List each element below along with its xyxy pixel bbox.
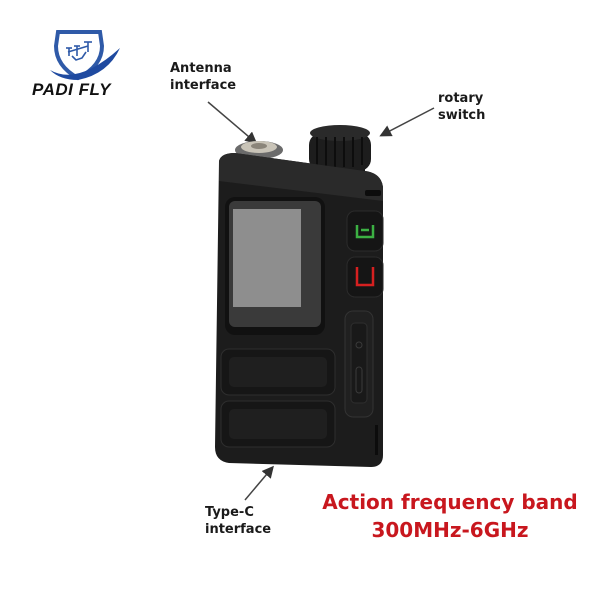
rotary-arrow-icon (379, 107, 435, 137)
frequency-band-range: 300MHz-6GHz (371, 518, 529, 542)
antenna-connector-icon (235, 141, 283, 159)
shield-drone-logo-icon (50, 30, 120, 81)
antenna-label-line2: interface (170, 78, 237, 93)
typec-arrow-icon (244, 465, 274, 501)
antenna-arrow-icon (207, 101, 258, 144)
frequency-band-title: Action frequency band (322, 490, 578, 514)
call-end-button[interactable] (346, 256, 384, 298)
antenna-interface-label: Antenna interface (170, 60, 236, 94)
call-answer-button[interactable] (346, 210, 384, 252)
frequency-band-caption: Action frequency band 300MHz-6GHz (318, 488, 582, 544)
typec-label-line2: interface (205, 522, 272, 537)
typec-label-line1: Type-C (205, 505, 254, 520)
phone-hangup-icon (355, 267, 375, 287)
antenna-label-line1: Antenna (170, 61, 232, 76)
rotary-switch-label: rotary switch (438, 90, 485, 124)
display-screen (233, 209, 301, 307)
side-key-button[interactable] (344, 310, 374, 418)
rotary-label-line1: rotary (438, 91, 484, 106)
rotary-label-line2: switch (438, 108, 486, 123)
brand-logo: PADI FLY (30, 18, 140, 108)
radio-device (215, 125, 384, 467)
type-c-interface-label: Type-C interface (205, 504, 271, 538)
phone-answer-icon (355, 225, 375, 239)
rotary-knob-icon[interactable] (309, 125, 371, 179)
brand-name: PADI FLY (32, 80, 111, 99)
